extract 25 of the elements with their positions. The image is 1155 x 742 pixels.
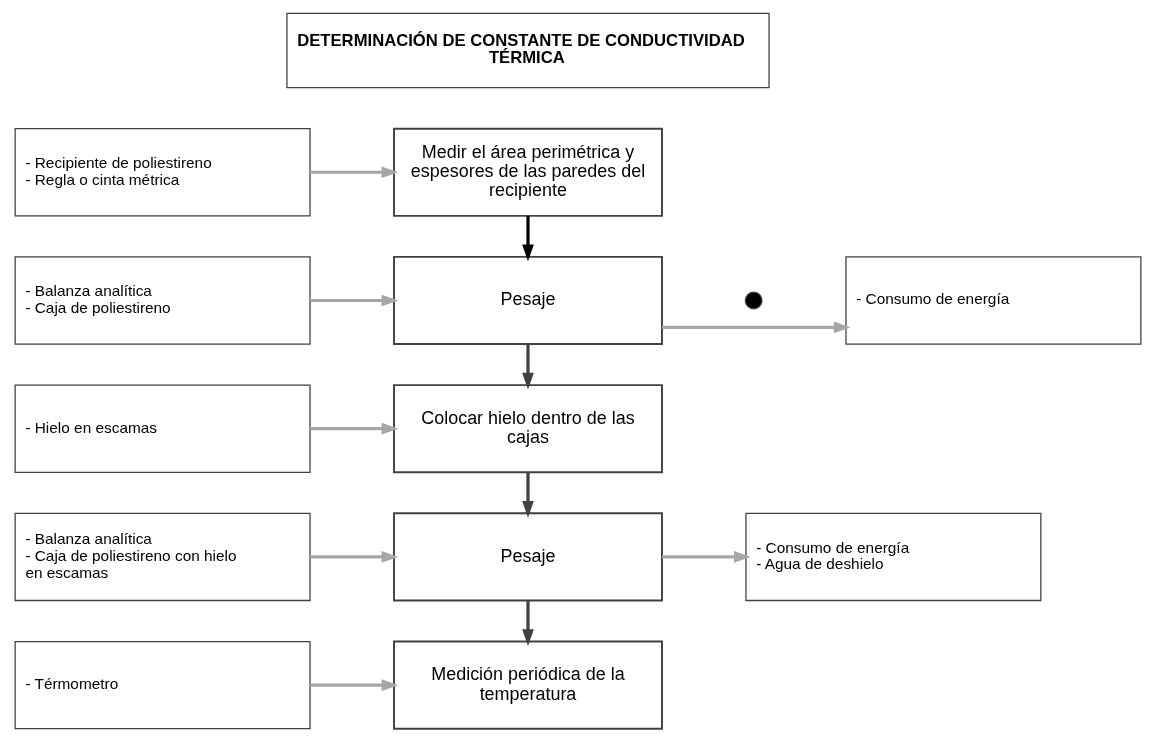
node-box: Medir el área perimétrica y espesores de las paredes del recipiente: [392, 127, 663, 217]
arrow: [309, 166, 398, 179]
arrow: [661, 321, 851, 334]
node-box: Pesaje: [392, 255, 663, 346]
node-box: Pesaje: [392, 512, 663, 602]
node-box: - Hielo en escamas: [14, 384, 311, 473]
node-box: - Térmometro: [14, 640, 311, 730]
node-box: - Consumo de energía: [844, 256, 1141, 345]
arrow: [309, 422, 398, 435]
arrow: [661, 551, 751, 563]
arrow: [309, 294, 398, 307]
node-circle: [744, 291, 763, 310]
arrow: [521, 472, 534, 518]
node-box: - Consumo de energía - Agua de deshielo: [744, 512, 1041, 602]
node-box: DETERMINACIÓN DE CONSTANTE DE CONDUCTIVIDAD TÉRMICA: [285, 12, 770, 89]
arrow: [521, 344, 534, 390]
node-box: - Balanza analítica - Caja de poliestireno: [14, 256, 311, 345]
node-box: Colocar hielo dentro de las cajas: [392, 384, 663, 474]
node-box: Medición periódica de la temperatura: [392, 640, 663, 730]
arrow: [309, 679, 398, 691]
arrow: [521, 600, 534, 646]
arrow: [309, 551, 398, 563]
arrow: [521, 216, 534, 262]
node-box: - Recipiente de poliestireno - Regla o cinta métrica: [14, 128, 311, 217]
node-box: - Balanza analítica - Caja de poliestireno con hielo en escamas: [14, 512, 311, 602]
